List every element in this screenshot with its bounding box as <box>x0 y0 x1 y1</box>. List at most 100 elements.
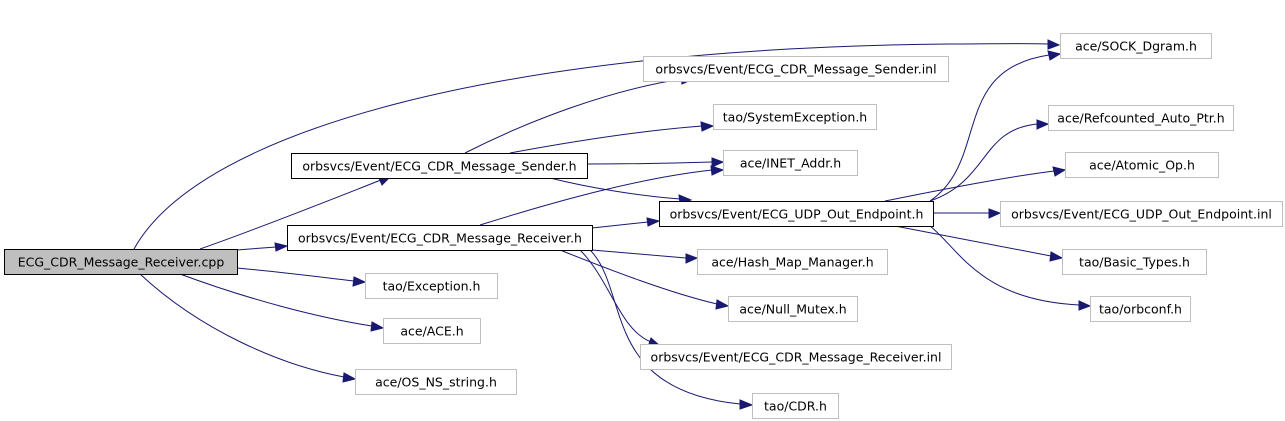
arrowhead-icon <box>711 157 725 168</box>
include-file-node: ace/SOCK_Dgram.h <box>1060 33 1212 59</box>
arrowhead-icon <box>1036 119 1050 130</box>
arrowhead-icon <box>1078 300 1092 311</box>
edge-n2-to-n9 <box>479 165 725 226</box>
edge-n1-to-n10 <box>549 177 693 205</box>
node-label: tao/CDR.h <box>764 399 827 414</box>
edge-line <box>929 54 1050 202</box>
arrowhead-icon <box>342 372 357 383</box>
node-box <box>697 249 888 275</box>
include-file-node[interactable]: orbsvcs/Event/ECG_CDR_Message_Receiver.h <box>287 225 593 251</box>
node-label: tao/Exception.h <box>383 279 481 294</box>
edge-line <box>591 221 649 229</box>
edge-n1-to-n9 <box>586 157 725 168</box>
edge-line <box>894 225 1052 257</box>
node-box <box>365 273 498 299</box>
node-label: ace/Refcounted_Auto_Ptr.h <box>1057 111 1224 126</box>
edge-line <box>579 249 652 343</box>
node-label: ace/Null_Mutex.h <box>739 302 846 317</box>
node-label: ace/ACE.h <box>400 324 463 339</box>
node-label: orbsvcs/Event/ECG_CDR_Message_Receiver.i… <box>651 350 942 365</box>
node-label: orbsvcs/Event/ECG_CDR_Message_Sender.h <box>302 159 576 174</box>
edge-line <box>479 169 713 226</box>
node-label: ace/OS_NS_string.h <box>375 375 497 390</box>
node-box <box>640 344 952 370</box>
node-box <box>752 393 839 419</box>
arrowhead-icon <box>646 217 661 227</box>
include-file-node[interactable]: orbsvcs/Event/ECG_CDR_Message_Sender.h <box>291 153 588 179</box>
edge-n0-to-n6 <box>133 39 1061 250</box>
edge-line <box>509 125 703 154</box>
edge-n0-to-n2 <box>236 242 289 252</box>
node-box <box>659 201 934 227</box>
include-file-node: ace/ACE.h <box>383 318 481 344</box>
node-box <box>355 369 517 395</box>
include-file-node: ace/Hash_Map_Manager.h <box>697 249 888 275</box>
node-box <box>728 296 858 322</box>
edge-line <box>236 267 355 282</box>
edge-n0-to-n3 <box>236 267 367 287</box>
edge-line <box>589 249 741 405</box>
edge-line <box>591 249 687 259</box>
node-label: tao/Basic_Types.h <box>1079 255 1190 270</box>
node-label: ace/Atomic_Op.h <box>1089 158 1195 173</box>
edge-n2-to-n12 <box>559 249 730 310</box>
arrowhead-icon <box>700 121 715 132</box>
edge-n10-to-n19 <box>929 225 1092 311</box>
arrowhead-icon <box>274 242 289 252</box>
node-box <box>1000 201 1283 227</box>
edge-line <box>929 225 1080 306</box>
node-box <box>1090 296 1191 322</box>
node-label: ace/Hash_Map_Manager.h <box>711 255 873 270</box>
arrowhead-icon <box>352 276 367 287</box>
edge-n10-to-n18 <box>894 225 1064 262</box>
edge-line <box>236 246 277 251</box>
node-box <box>713 104 877 130</box>
node-label: tao/SystemException.h <box>723 110 867 125</box>
arrowhead-icon <box>1049 251 1064 262</box>
include-file-node: ace/Atomic_Op.h <box>1065 152 1219 178</box>
node-box <box>291 153 588 179</box>
edge-n10-to-n16 <box>884 166 1067 202</box>
include-file-node[interactable]: orbsvcs/Event/ECG_UDP_Out_Endpoint.h <box>659 201 934 227</box>
include-file-node: orbsvcs/Event/ECG_UDP_Out_Endpoint.inl <box>1000 201 1283 227</box>
edge-n2-to-n13 <box>579 249 662 348</box>
node-label: orbsvcs/Event/ECG_UDP_Out_Endpoint.inl <box>1011 207 1272 222</box>
edge-n10-to-n15 <box>929 119 1050 202</box>
node-label: orbsvcs/Event/ECG_CDR_Message_Sender.inl <box>655 62 936 77</box>
node-box <box>287 225 593 251</box>
edge-line <box>179 273 373 327</box>
edge-line <box>884 170 1055 202</box>
edge-n2-to-n10 <box>591 217 661 229</box>
root-file-node[interactable]: ECG_CDR_Message_Receiver.cpp <box>4 249 238 275</box>
arrowhead-icon <box>1052 166 1067 177</box>
edge-n0-to-n4 <box>179 273 385 332</box>
node-box <box>4 249 238 275</box>
arrowhead-icon <box>370 321 385 332</box>
edge-line <box>133 43 1050 250</box>
node-box <box>723 150 858 176</box>
edge-n2-to-n14 <box>589 249 754 410</box>
include-file-node: ace/INET_Addr.h <box>723 150 858 176</box>
edge-line <box>139 273 345 378</box>
node-box <box>643 56 949 82</box>
edge-n10-to-n17 <box>933 208 1002 219</box>
include-file-node: tao/orbconf.h <box>1090 296 1191 322</box>
arrowhead-icon <box>685 253 699 264</box>
include-file-node: ace/Null_Mutex.h <box>728 296 858 322</box>
include-file-node: tao/CDR.h <box>752 393 839 419</box>
include-file-node: tao/Basic_Types.h <box>1062 249 1207 275</box>
edge-line <box>549 177 681 200</box>
node-box <box>1048 105 1234 131</box>
node-box <box>1065 152 1219 178</box>
edge-line <box>464 78 683 154</box>
arrowhead-icon <box>1047 50 1062 61</box>
node-label: ace/INET_Addr.h <box>740 156 841 171</box>
node-box <box>1062 249 1207 275</box>
node-label: orbsvcs/Event/ECG_UDP_Out_Endpoint.h <box>670 207 924 222</box>
edge-line <box>559 249 718 305</box>
node-label: ECG_CDR_Message_Receiver.cpp <box>18 255 225 270</box>
include-file-node: ace/OS_NS_string.h <box>355 369 517 395</box>
arrowhead-icon <box>739 399 754 410</box>
include-file-node: orbsvcs/Event/ECG_CDR_Message_Receiver.i… <box>640 344 952 370</box>
